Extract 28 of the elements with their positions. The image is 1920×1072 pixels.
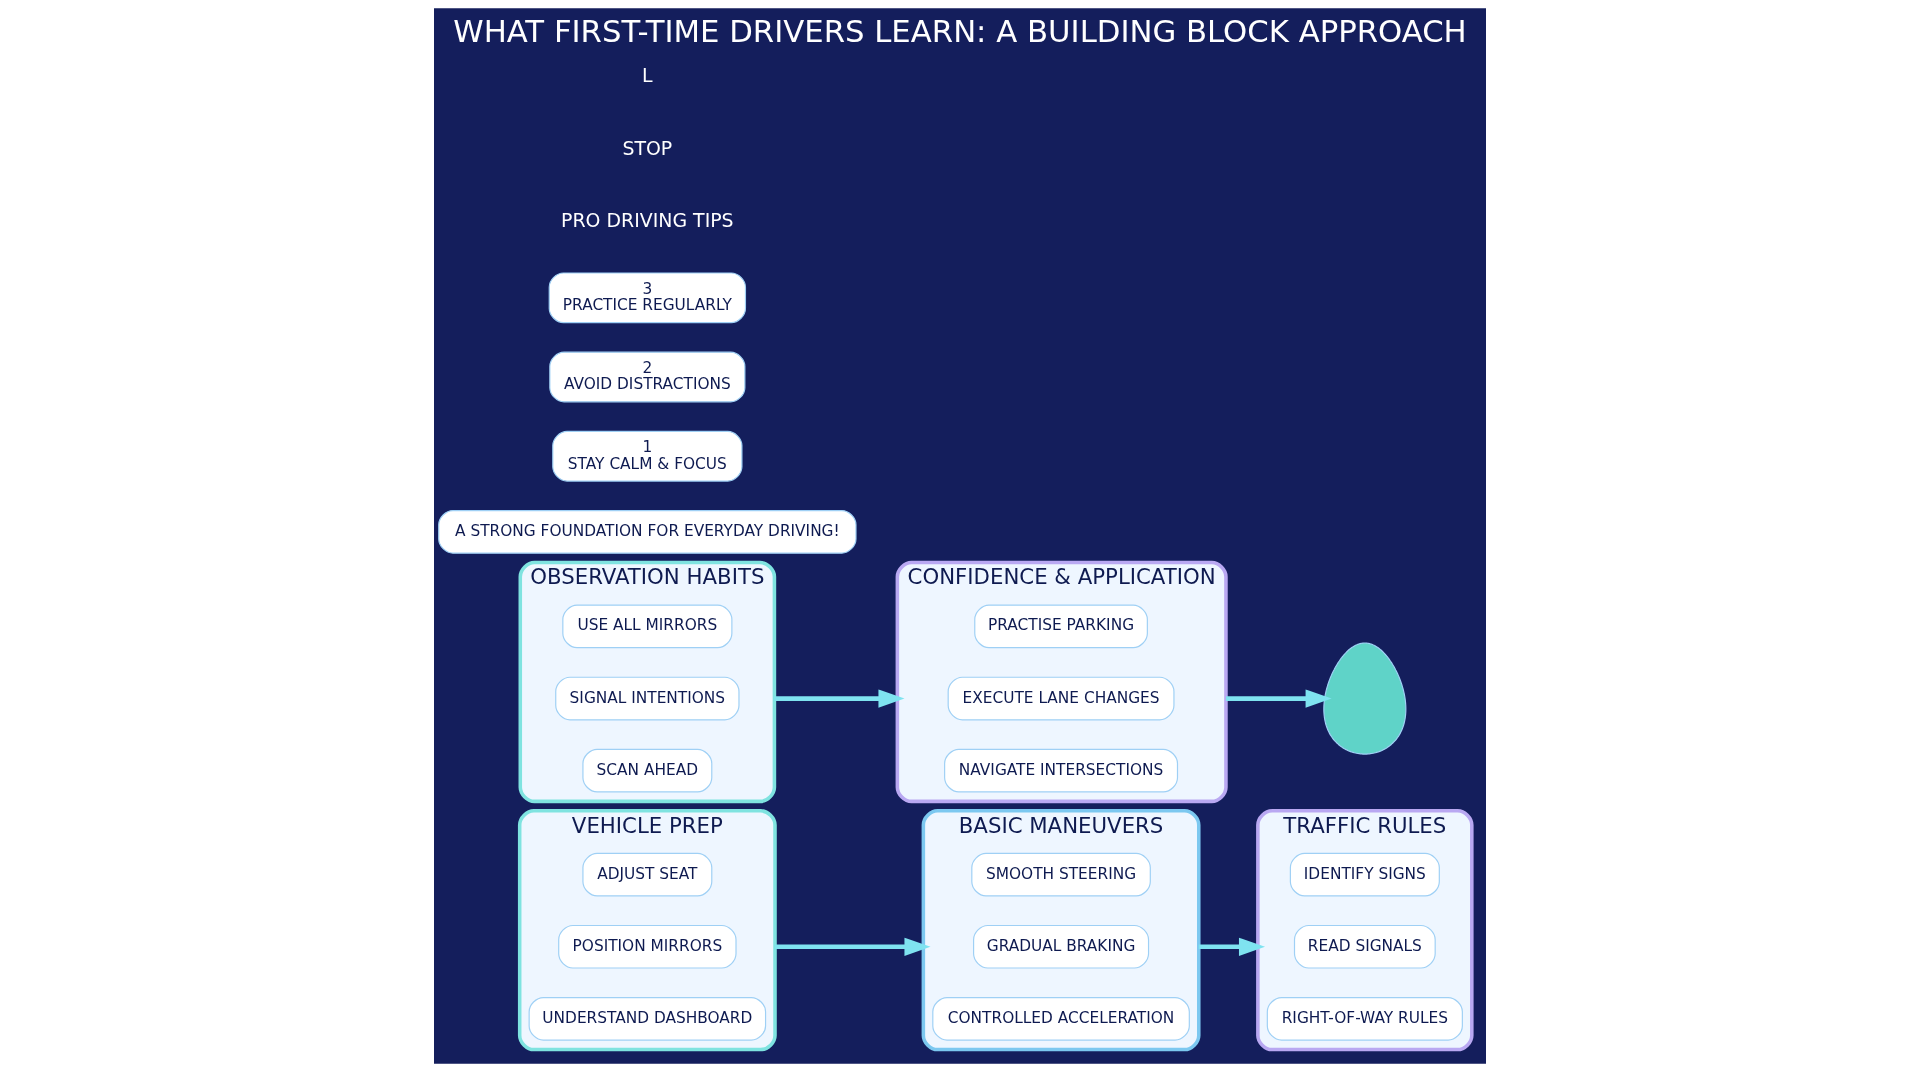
label: STOP <box>622 136 673 159</box>
node-box: EXECUTE LANE CHANGES <box>947 676 1175 721</box>
node-box: NAVIGATE INTERSECTIONS <box>944 748 1179 793</box>
label: PRO DRIVING TIPS <box>561 208 734 231</box>
arrow <box>1225 689 1332 708</box>
node-box: RIGHT-OF-WAY RULES <box>1266 997 1463 1041</box>
node-box: USE ALL MIRRORS <box>562 604 733 649</box>
node-box: UNDERSTAND DASHBOARD <box>528 997 767 1041</box>
node-person <box>1323 642 1407 755</box>
node-box: CONTROLLED ACCELERATION <box>932 997 1190 1041</box>
arrow <box>1198 937 1266 956</box>
node-box: PRACTISE PARKING <box>974 604 1148 649</box>
node-box: ADJUST SEAT <box>582 852 713 897</box>
node-box: SIGNAL INTENTIONS <box>555 676 740 721</box>
node-box: SCAN AHEAD <box>582 748 713 793</box>
node-box: POSITION MIRRORS <box>558 924 737 969</box>
node-box: READ SIGNALS <box>1293 924 1436 969</box>
node-box: A STRONG FOUNDATION FOR EVERYDAY DRIVING! <box>438 510 857 554</box>
node-box: SMOOTH STEERING <box>971 852 1151 897</box>
label: L <box>642 64 653 87</box>
arrow <box>775 937 931 956</box>
diagram-title: WHAT FIRST-TIME DRIVERS LEARN: A BUILDING BLOCK APPROACH <box>453 13 1467 50</box>
node-box: 3 PRACTICE REGULARLY <box>548 272 747 324</box>
node-box: 2 AVOID DISTRACTIONS <box>549 351 746 403</box>
arrow <box>774 689 905 708</box>
node-box: GRADUAL BRAKING <box>973 924 1150 969</box>
node-box: 1 STAY CALM & FOCUS <box>552 430 743 482</box>
node-box: IDENTIFY SIGNS <box>1289 852 1440 897</box>
